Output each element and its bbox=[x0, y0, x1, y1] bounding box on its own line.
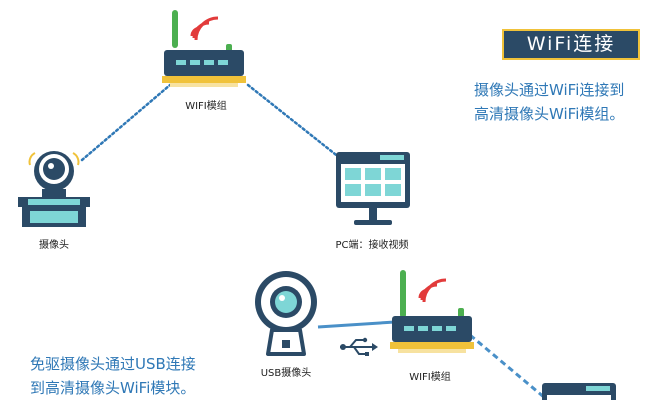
router-pc-link bbox=[246, 83, 342, 160]
wifi-signal-icon bbox=[418, 278, 447, 303]
monitor-icon bbox=[542, 383, 616, 400]
bottom-description-line2: 到高清摄像头WiFi模块。 bbox=[30, 379, 196, 397]
page-title: WiFi连接 bbox=[502, 29, 640, 60]
top-description-line1: 摄像头通过WiFi连接到 bbox=[474, 81, 625, 99]
camera-label: 摄像头 bbox=[39, 240, 69, 251]
wifi-signal-icon bbox=[190, 16, 219, 41]
usb-symbol-icon bbox=[340, 337, 378, 356]
top-description-line2: 高清摄像头WiFi模组。 bbox=[474, 105, 625, 123]
bottom-description-line1: 免驱摄像头通过USB连接 bbox=[30, 355, 196, 373]
usb-camera-icon bbox=[255, 271, 317, 356]
router-icon bbox=[390, 270, 474, 353]
camera-router-link bbox=[80, 83, 172, 162]
wifi-module-bottom-label: WIFI模组 bbox=[409, 372, 451, 383]
router-pc-link-bottom bbox=[469, 333, 546, 400]
wifi-module-top-label: WIFI模组 bbox=[185, 101, 227, 112]
pc-label: PC端：接收视频 bbox=[335, 240, 409, 251]
usb-camera-label: USB摄像头 bbox=[260, 368, 312, 379]
router-icon bbox=[162, 10, 246, 87]
webcam-icon bbox=[18, 151, 90, 227]
usb-cable bbox=[317, 320, 396, 329]
monitor-icon bbox=[336, 152, 410, 225]
